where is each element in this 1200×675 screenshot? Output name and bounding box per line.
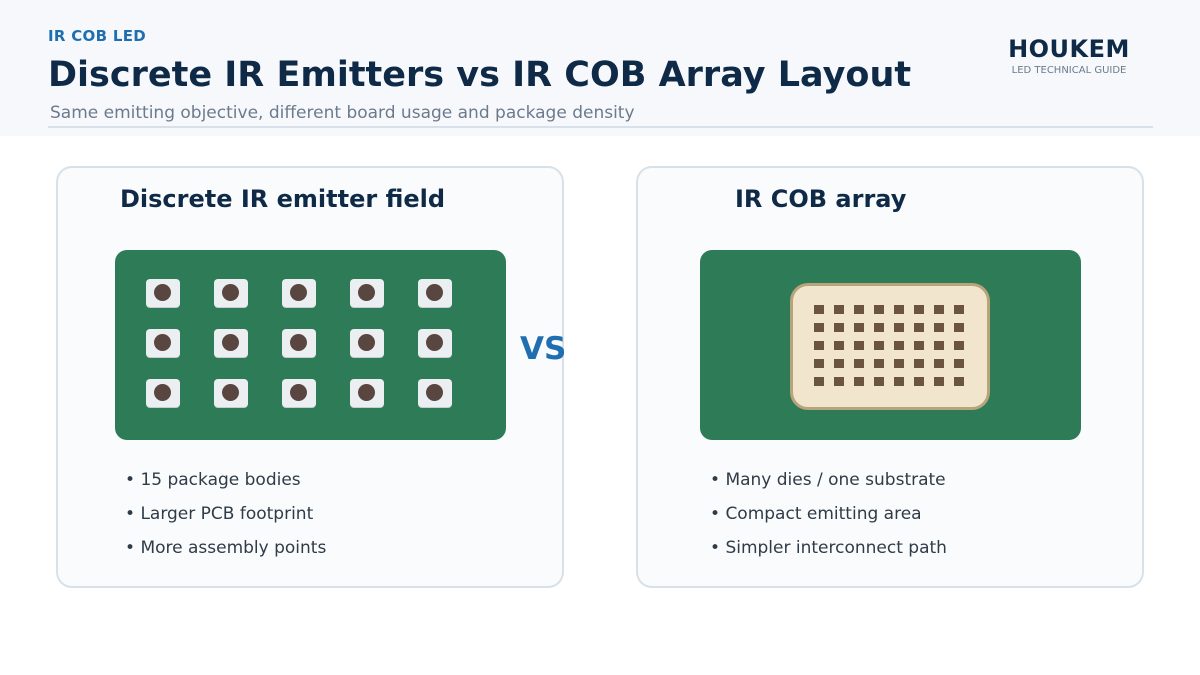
category-label: IR COB LED: [48, 27, 147, 45]
ir-emitter-package: [350, 379, 384, 407]
led-die: [834, 359, 844, 368]
led-die: [934, 323, 944, 332]
ir-emitter-package: [214, 329, 248, 357]
led-die: [954, 305, 964, 314]
led-die: [954, 377, 964, 386]
led-die: [894, 341, 904, 350]
led-die: [914, 377, 924, 386]
led-die: [854, 341, 864, 350]
led-die: [854, 323, 864, 332]
vs-label: VS: [520, 331, 567, 367]
led-die: [934, 305, 944, 314]
brand-name: HOUKEM: [1008, 35, 1130, 63]
ir-emitter-package: [350, 329, 384, 357]
ir-emitter-package: [282, 379, 316, 407]
led-die: [874, 305, 884, 314]
ir-emitter-package: [418, 279, 452, 307]
ir-emitter-package: [418, 329, 452, 357]
brand-logo: HOUKEM LED TECHNICAL GUIDE: [1000, 35, 1138, 76]
led-die: [894, 359, 904, 368]
led-die: [914, 341, 924, 350]
ir-emitter-package: [214, 279, 248, 307]
led-die: [914, 323, 924, 332]
led-die: [814, 341, 824, 350]
led-die: [834, 377, 844, 386]
led-die: [934, 377, 944, 386]
header-divider: [48, 126, 1153, 128]
led-die: [814, 377, 824, 386]
ir-emitter-package: [146, 279, 180, 307]
led-die: [874, 341, 884, 350]
led-die: [874, 323, 884, 332]
header-band: IR COB LED Discrete IR Emitters vs IR CO…: [0, 0, 1200, 136]
led-die: [834, 323, 844, 332]
page-title: Discrete IR Emitters vs IR COB Array Lay…: [48, 55, 912, 95]
led-die: [934, 341, 944, 350]
led-die: [914, 305, 924, 314]
cob-bullet: Many dies / one substrate: [710, 469, 947, 503]
ir-emitter-package: [146, 379, 180, 407]
led-die: [814, 323, 824, 332]
ir-emitter-package: [418, 379, 452, 407]
discrete-bullet: More assembly points: [125, 537, 326, 571]
led-die: [894, 377, 904, 386]
ir-emitter-package: [282, 279, 316, 307]
discrete-pcb-board: [115, 250, 506, 440]
led-die: [854, 305, 864, 314]
ir-emitter-package: [350, 279, 384, 307]
cob-bullet: Compact emitting area: [710, 503, 947, 537]
led-die: [814, 359, 824, 368]
cob-panel-title: IR COB array: [735, 185, 907, 213]
discrete-bullet: 15 package bodies: [125, 469, 326, 503]
led-die: [814, 305, 824, 314]
led-die: [954, 359, 964, 368]
discrete-panel-title: Discrete IR emitter field: [120, 185, 446, 213]
cob-substrate: [790, 283, 990, 410]
led-die: [874, 359, 884, 368]
discrete-bullet: Larger PCB footprint: [125, 503, 326, 537]
led-die: [874, 377, 884, 386]
led-die: [834, 341, 844, 350]
led-die: [894, 323, 904, 332]
led-die: [954, 323, 964, 332]
led-die: [914, 359, 924, 368]
ir-emitter-package: [146, 329, 180, 357]
page-subtitle: Same emitting objective, different board…: [50, 103, 635, 123]
led-die: [954, 341, 964, 350]
led-die: [834, 305, 844, 314]
led-die: [934, 359, 944, 368]
brand-tagline: LED TECHNICAL GUIDE: [1011, 65, 1127, 76]
ir-emitter-package: [214, 379, 248, 407]
led-die: [894, 305, 904, 314]
cob-bullet: Simpler interconnect path: [710, 537, 947, 571]
led-die: [854, 377, 864, 386]
cob-bullet-list: Many dies / one substrate Compact emitti…: [710, 469, 947, 571]
discrete-bullet-list: 15 package bodies Larger PCB footprint M…: [125, 469, 326, 571]
ir-emitter-package: [282, 329, 316, 357]
led-die: [854, 359, 864, 368]
